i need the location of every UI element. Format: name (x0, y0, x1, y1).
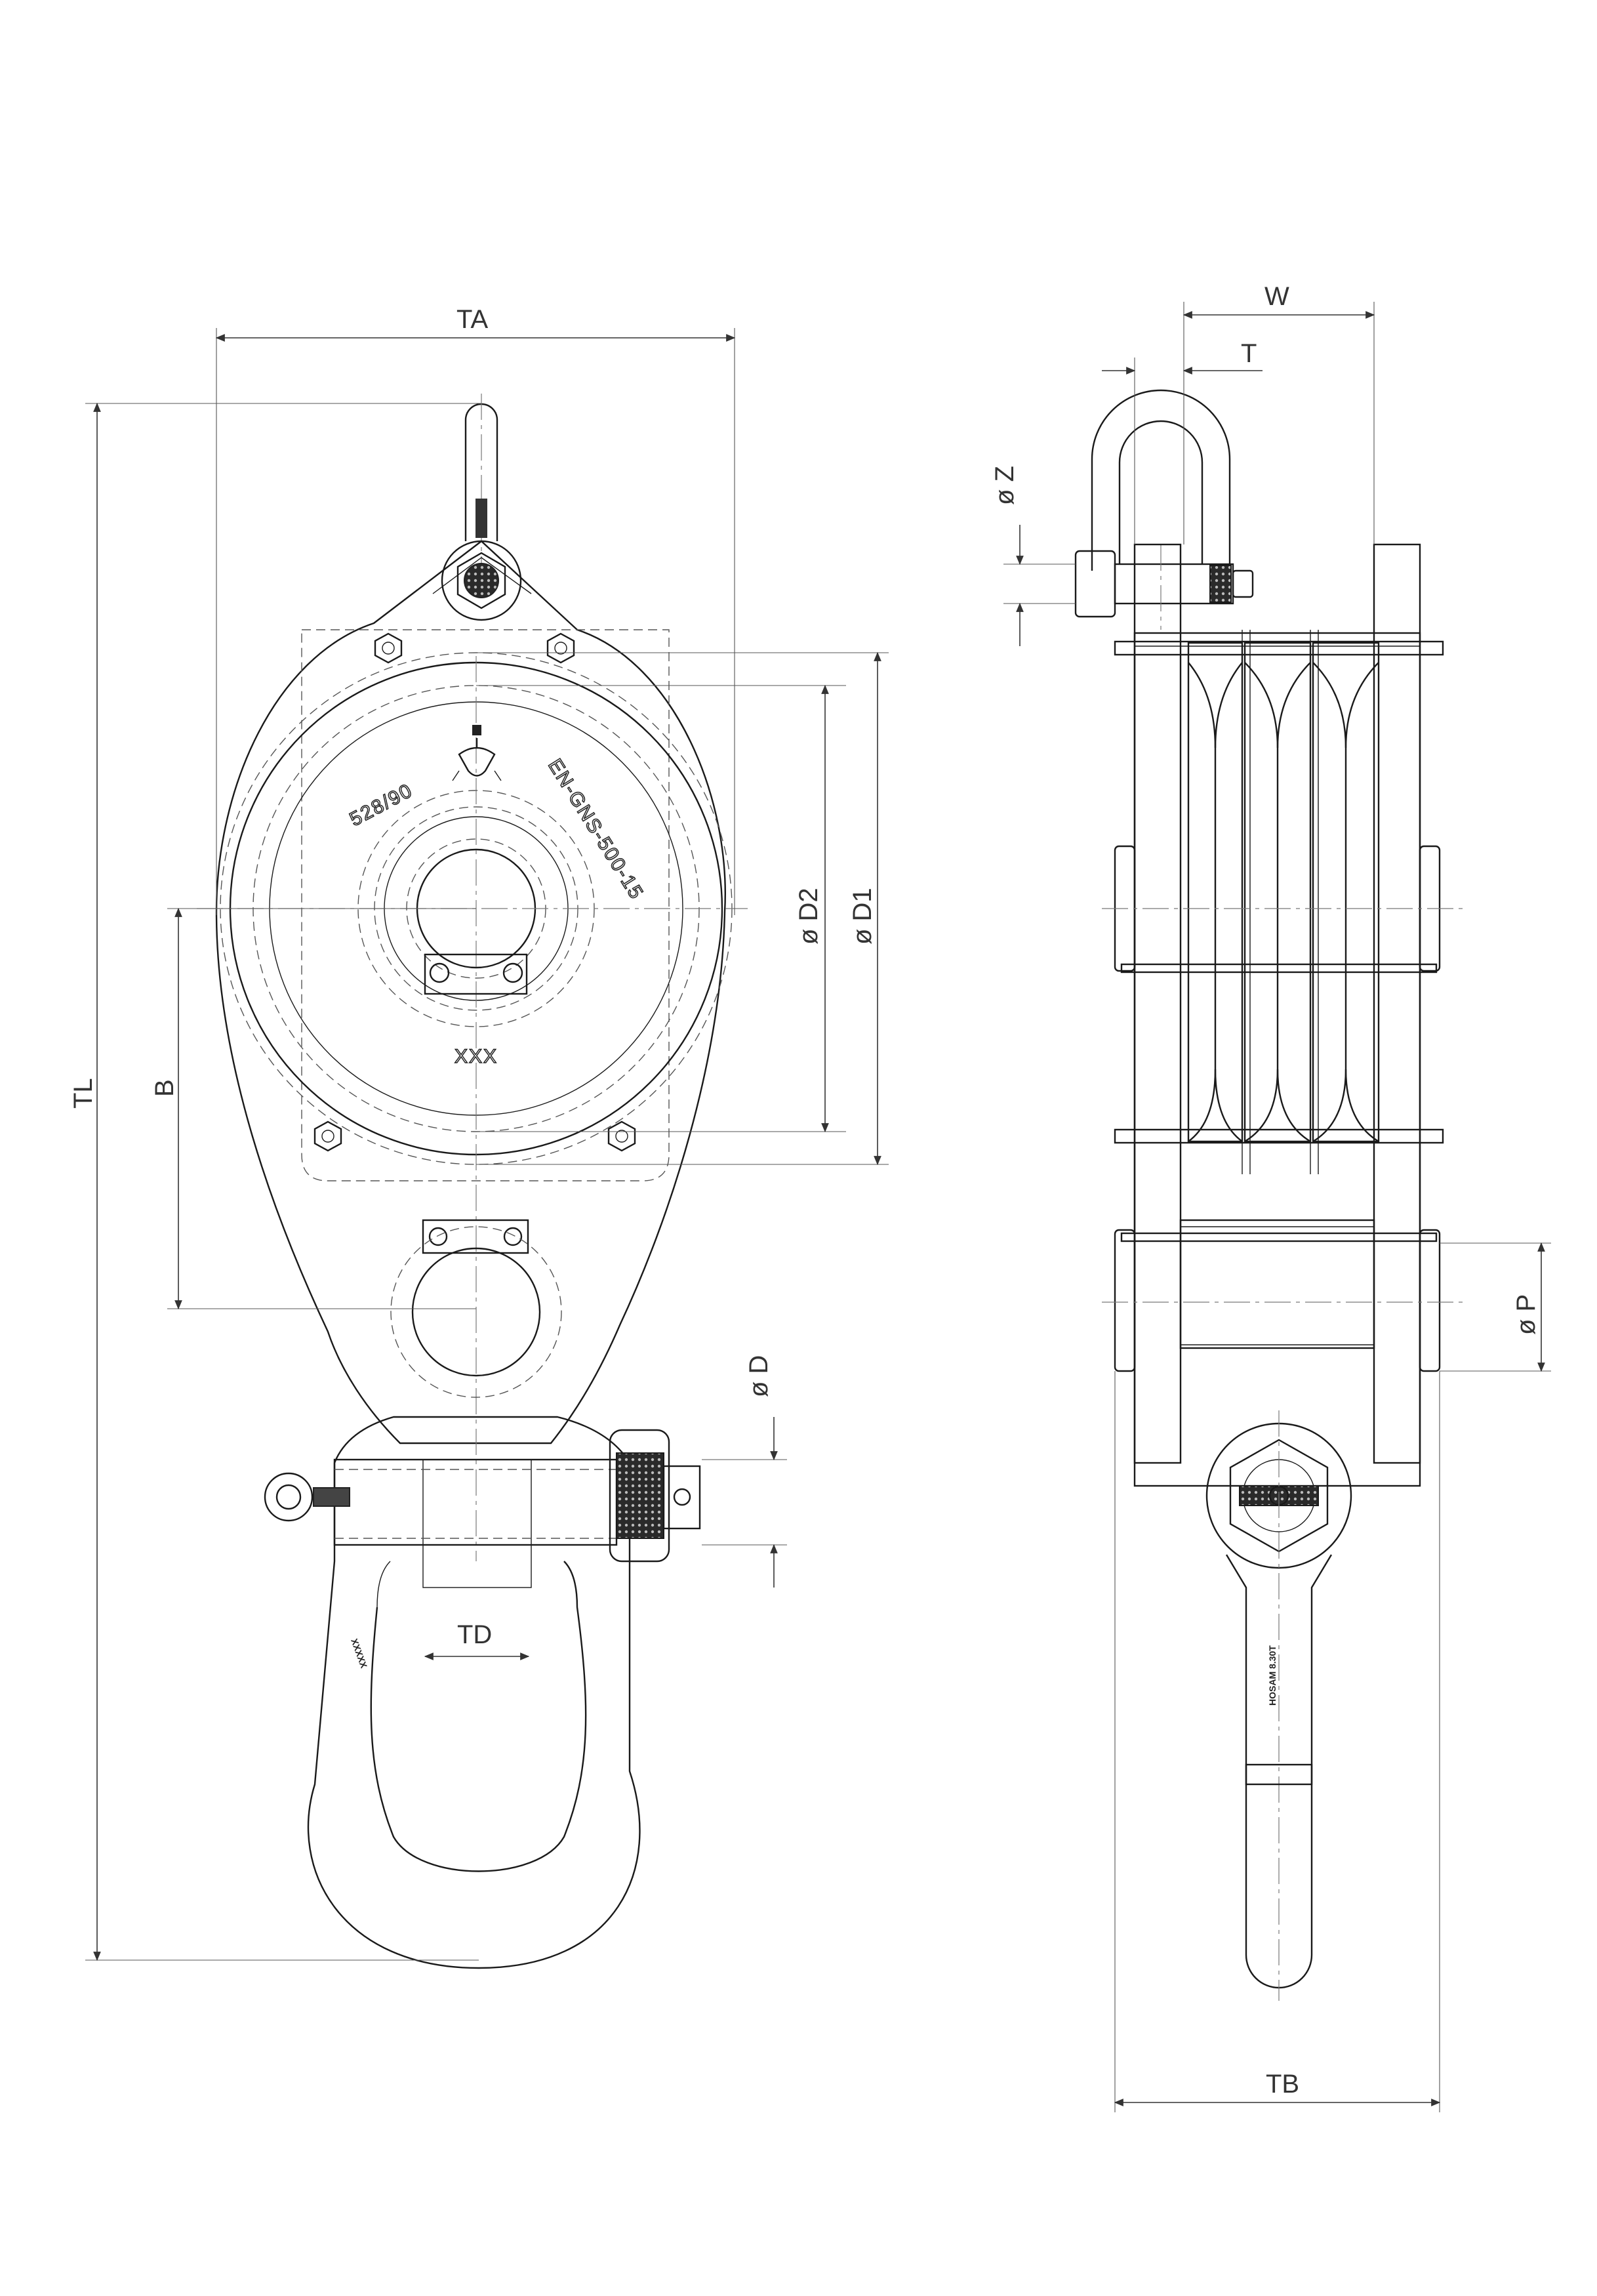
dimension-labels: TA TL B ø D2 ø D1 ø D TD W T ø Z ø P TB (69, 282, 1541, 2099)
marking-shackle: XXXXX (349, 1637, 369, 1670)
dim-label-t: T (1241, 339, 1257, 368)
side-view: HOSAM 8.30T (1074, 389, 1463, 2001)
shackle-pin (264, 1429, 701, 1588)
dim-label-d2: ø D2 (794, 888, 823, 945)
plate-nuts (313, 632, 636, 1152)
dim-label-w: W (1264, 282, 1289, 311)
marking-code-left: 528/90 (346, 779, 416, 830)
side-top-shackle (1074, 389, 1254, 630)
side-plate-right (1373, 543, 1421, 1464)
marking-counter: XXX (455, 1046, 498, 1067)
dim-label-td: TD (457, 1620, 492, 1649)
dim-label-ta: TA (456, 305, 488, 334)
dim-label-tb: TB (1266, 2070, 1299, 2099)
dim-label-z: ø Z (990, 466, 1019, 505)
lifting-symbol-icon (452, 725, 502, 781)
dimension-lines (85, 302, 1551, 2112)
dim-label-p: ø P (1512, 1294, 1541, 1335)
lower-pin (1102, 1219, 1463, 1372)
marking-side-eye: HOSAM 8.30T (1267, 1645, 1278, 1706)
front-view: 528/90 EN-GNS-500-15 XXX XXXXX (197, 394, 748, 1969)
axle-plate (424, 953, 528, 995)
top-swivel-eye (464, 394, 498, 590)
tie-rods (1114, 640, 1444, 1242)
side-plate-left (1133, 543, 1182, 1464)
dim-label-tl: TL (69, 1078, 98, 1109)
side-bottom-swivel: HOSAM 8.30T (1205, 1410, 1352, 2001)
dim-label-d: ø D (744, 1355, 773, 1397)
marking-code-right: EN-GNS-500-15 (544, 755, 647, 903)
block-body (215, 540, 726, 1445)
sheaves (1187, 630, 1380, 1174)
dim-label-b: B (150, 1079, 179, 1097)
top-bolt (441, 540, 522, 621)
bottom-shackle: XXXXX (307, 1416, 641, 1969)
dim-label-d1: ø D1 (848, 888, 877, 945)
